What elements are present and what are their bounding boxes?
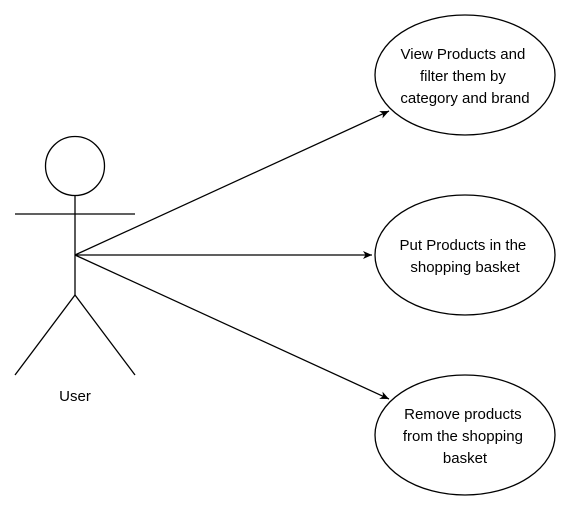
use-case-put-products[interactable]: Put Products in the shopping basket bbox=[374, 194, 556, 316]
use-case-label-line: shopping basket bbox=[410, 259, 520, 276]
use-case-label-line: category and brand bbox=[400, 90, 529, 107]
use-case-label: Put Products in the shopping basket bbox=[400, 237, 531, 276]
actor-name: User bbox=[59, 388, 91, 405]
association-remove-products bbox=[74, 254, 390, 400]
actor-left-leg bbox=[14, 294, 76, 376]
use-case-label-line: Put Products in the bbox=[400, 237, 527, 254]
use-case-label-line: View Products and bbox=[401, 46, 526, 63]
association-view-products bbox=[74, 110, 390, 256]
use-case-label-line: Remove products bbox=[404, 406, 522, 423]
use-case-view-products[interactable]: View Products and filter them by categor… bbox=[374, 14, 556, 136]
use-case-label-line: filter them by bbox=[420, 68, 506, 85]
use-case-label: View Products and filter them by categor… bbox=[400, 46, 529, 107]
use-case-label-line: basket bbox=[443, 450, 488, 467]
actor-user[interactable]: User bbox=[14, 135, 136, 406]
use-case-ellipse bbox=[374, 374, 556, 496]
use-case-label-line: from the shopping bbox=[403, 428, 523, 445]
use-case-label: Remove products from the shopping basket bbox=[403, 406, 527, 467]
actor-right-leg bbox=[74, 294, 136, 376]
use-case-ellipse bbox=[374, 14, 556, 136]
actor-head bbox=[44, 135, 106, 197]
use-case-ellipse bbox=[374, 194, 556, 316]
use-case-remove-products[interactable]: Remove products from the shopping basket bbox=[374, 374, 556, 496]
